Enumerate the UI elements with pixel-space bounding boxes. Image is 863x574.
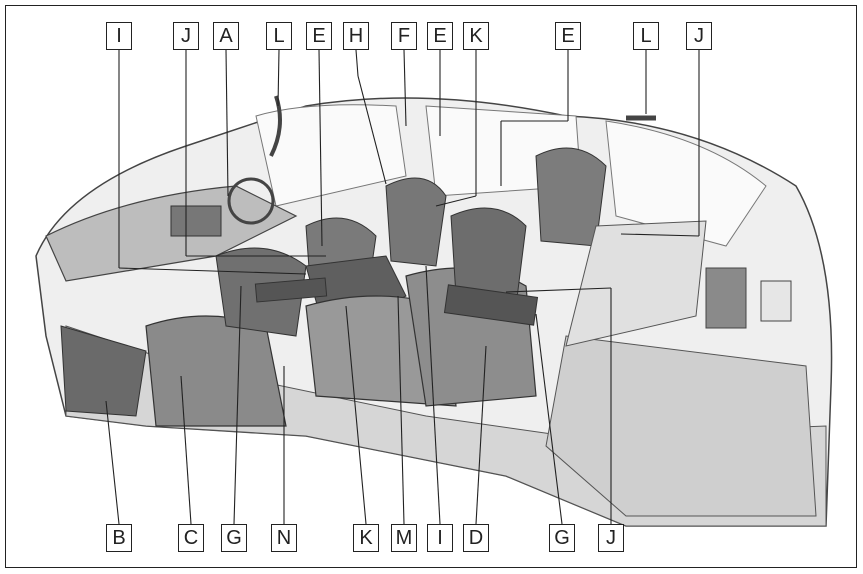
top-callout-i: I (106, 22, 132, 50)
top-callout-a: A (213, 22, 239, 50)
top-callout-j: J (173, 22, 199, 50)
top-callout-h: H (343, 22, 369, 50)
front-seat-left (146, 316, 286, 426)
top-callout-j: J (686, 22, 712, 50)
bottom-callout-j: J (598, 524, 624, 552)
bottom-callout-n: N (271, 524, 297, 552)
top-callout-k: K (463, 22, 489, 50)
bottom-callout-g: G (549, 524, 575, 552)
top-callout-f: F (391, 22, 417, 50)
cargo-panel (761, 281, 791, 321)
bottom-callout-c: C (178, 524, 204, 552)
bottom-callout-b: B (106, 524, 132, 552)
bottom-callout-m: M (391, 524, 417, 552)
top-callout-e: E (306, 22, 332, 50)
bottom-callout-i: I (427, 524, 453, 552)
top-callout-e: E (427, 22, 453, 50)
bottom-callout-d: D (463, 524, 489, 552)
bottom-callout-g: G (221, 524, 247, 552)
top-callout-l: L (266, 22, 292, 50)
top-callout-e: E (555, 22, 581, 50)
second-row-seat-back-left (386, 178, 446, 266)
top-callout-l: L (633, 22, 659, 50)
cargo-vent (706, 268, 746, 328)
center-display (171, 206, 221, 236)
vehicle-interior-illustration (6, 6, 857, 568)
bottom-callout-k: K (353, 524, 379, 552)
